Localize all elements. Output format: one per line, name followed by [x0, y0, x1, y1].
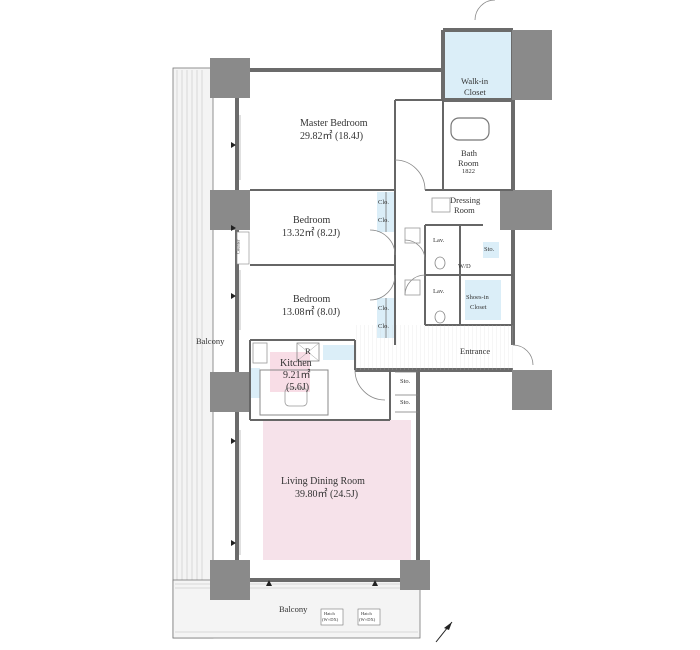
bath-room-line2: Room [458, 158, 479, 168]
kitchen-counter [259, 369, 329, 416]
entrance-floor [355, 325, 513, 370]
lav-label-2: Lav. [433, 288, 445, 295]
dressing-room-line2: Room [454, 205, 475, 215]
hatch-1-label: Hatch [324, 611, 335, 616]
closet-label-3: Clo. [378, 305, 390, 312]
walk-in-closet-fill [443, 30, 513, 100]
storage-label-3: Sto. [400, 399, 411, 406]
storage-label-1: Sto. [484, 246, 495, 253]
bedroom-2-area: 13.08㎡ (8.0J) [282, 307, 341, 318]
closet-label-1: Clo. [378, 199, 390, 206]
closet-label-4: Clo. [378, 323, 390, 330]
storage-label-2: Sto. [400, 378, 411, 385]
kitchen-name: Kitchen [280, 358, 312, 369]
kitchen-area: 9.21㎡ [283, 370, 311, 381]
living-area: 39.80㎡ (24.5J) [295, 489, 359, 500]
walk-in-closet-line1: Walk-in [461, 76, 489, 86]
living-name: Living Dining Room [281, 476, 365, 487]
structural-columns [210, 30, 552, 600]
hatch-2 [357, 608, 381, 626]
north-arrow-icon [435, 621, 453, 643]
entrance-label: Entrance [460, 346, 491, 356]
kitchen-tatami: (5.6J) [286, 382, 310, 393]
balcony-bottom-label: Balcony [279, 604, 308, 614]
hatch-1-size: (W×DX) [322, 617, 339, 622]
kitchen-fill [270, 352, 310, 392]
hatch-2-size: (W×DX) [359, 617, 376, 622]
bath-room-line1: Bath [461, 148, 478, 158]
fridge-label: R [305, 346, 311, 356]
shoes-in-closet-line2: Closet [470, 304, 487, 311]
master-bedroom-name: Master Bedroom [300, 118, 368, 129]
hatch-1 [320, 608, 344, 626]
bedroom-2-name: Bedroom [293, 294, 331, 305]
balcony-side-label: Balcony [196, 336, 225, 346]
hatch-2-label: Hatch [361, 611, 372, 616]
triangle-marker-icon [231, 142, 378, 586]
bath-room-size: 1822 [462, 168, 475, 175]
bedroom-1-area: 13.32㎡ (8.2J) [282, 228, 341, 239]
bedroom-1-name: Bedroom [293, 215, 331, 226]
closet-label-2: Clo. [378, 217, 390, 224]
lav-label-1: Lav. [433, 237, 445, 244]
living-fill [263, 420, 411, 560]
dressing-room-line1: Dressing [450, 195, 481, 205]
master-bedroom-area: 29.82㎡ (18.4J) [300, 131, 364, 142]
balcony-side [172, 67, 214, 639]
counter-label: Counter [235, 239, 241, 255]
shoes-in-closet-line1: Shoes-in [466, 294, 489, 301]
walk-in-closet-line2: Closet [464, 87, 486, 97]
bath-tub [450, 117, 490, 141]
washer-dryer-label: W/D [458, 263, 471, 270]
